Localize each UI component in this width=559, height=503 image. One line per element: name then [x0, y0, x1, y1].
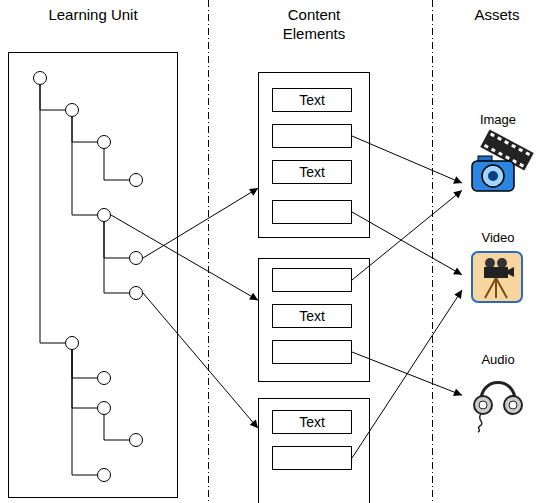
tree-node — [97, 135, 111, 149]
content-element: Text — [272, 304, 352, 328]
tree-branch — [104, 222, 129, 293]
tree-branch — [72, 117, 97, 142]
content-element-group: TextText — [258, 72, 370, 238]
content-element: Text — [272, 410, 352, 434]
reference-arrow — [352, 190, 462, 280]
content-element — [272, 200, 352, 224]
asset-item: Audio — [462, 352, 534, 432]
content-element-group: Text — [258, 398, 370, 503]
content-element-group: Text — [258, 258, 370, 382]
tree-node — [129, 251, 143, 265]
tree-node — [97, 208, 111, 222]
tree-branch — [40, 85, 65, 110]
reference-arrow — [352, 212, 462, 275]
element-text: Text — [299, 414, 325, 430]
content-element — [272, 268, 352, 292]
element-text: Text — [299, 92, 325, 108]
content-element — [272, 340, 352, 364]
asset-label: Video — [462, 230, 534, 245]
reference-arrow — [111, 215, 258, 300]
tree-branch — [104, 222, 129, 258]
tree-node — [65, 103, 79, 117]
reference-arrow — [143, 188, 258, 258]
element-text: Text — [299, 164, 325, 180]
tree-node — [129, 173, 143, 187]
content-element: Text — [272, 88, 352, 112]
tree-branch — [40, 85, 65, 343]
tree-node — [97, 401, 111, 415]
reference-arrow — [143, 293, 258, 428]
tree-node — [129, 433, 143, 447]
tree-branch — [104, 415, 129, 440]
asset-item: Video — [462, 230, 534, 306]
asset-label: Audio — [462, 352, 534, 367]
tree-branch — [72, 350, 97, 475]
reference-arrow — [352, 136, 462, 183]
tree-node — [97, 468, 111, 482]
tree-node — [97, 371, 111, 385]
video-icon — [472, 252, 522, 302]
tree-node — [129, 286, 143, 300]
column-heading: Content Elements — [269, 5, 359, 43]
content-element — [272, 124, 352, 148]
tree-branch — [72, 117, 97, 215]
element-text: Text — [299, 308, 325, 324]
asset-label: Image — [462, 112, 534, 127]
asset-item: Image — [462, 112, 534, 202]
column-separator — [209, 0, 433, 503]
tree-branch — [72, 350, 97, 378]
reference-arrow — [352, 290, 462, 458]
tree-branch — [104, 149, 129, 180]
tree-node — [65, 336, 79, 350]
content-element — [272, 446, 352, 470]
image-icon — [472, 129, 534, 191]
learning-unit-panel — [8, 52, 178, 498]
column-heading: Assets — [457, 5, 537, 24]
tree-node — [33, 71, 47, 85]
content-element: Text — [272, 160, 352, 184]
column-heading: Learning Unit — [28, 5, 158, 24]
audio-icon — [474, 383, 522, 433]
tree-branch — [72, 350, 97, 408]
